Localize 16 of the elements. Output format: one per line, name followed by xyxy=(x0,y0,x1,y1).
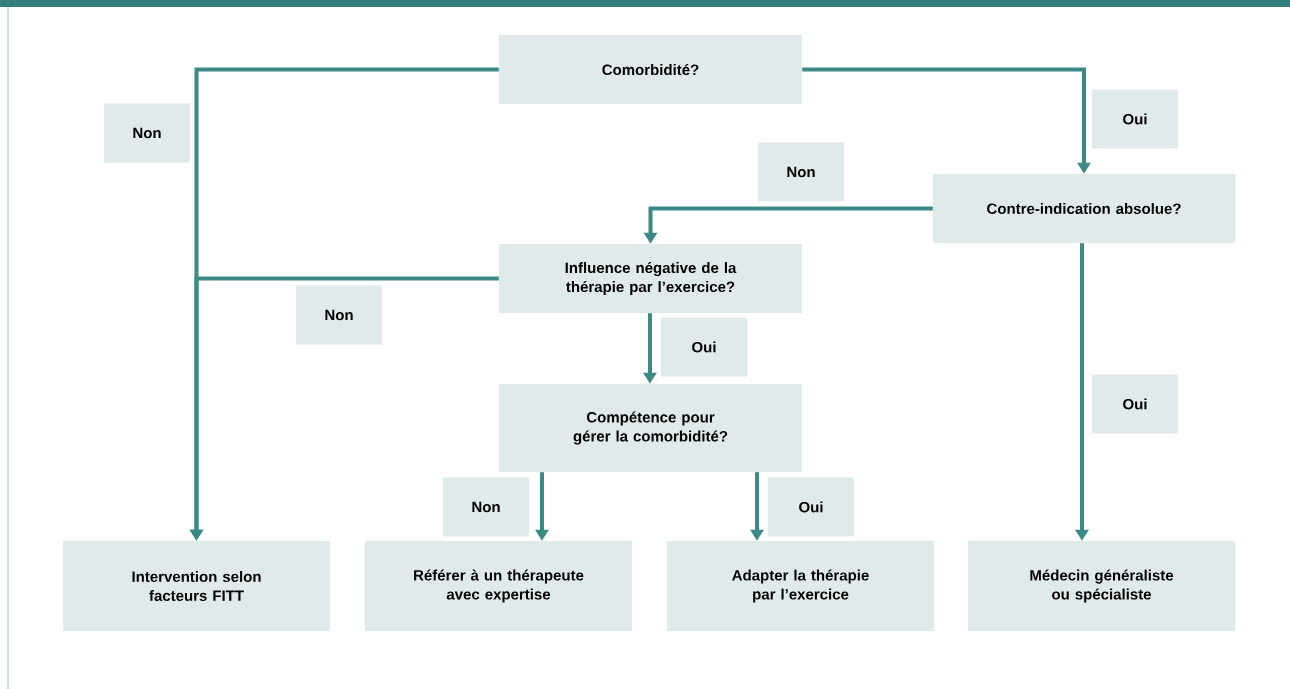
edge-label: Non xyxy=(104,103,190,163)
decision-box: Adapter la thérapie par l’exercice xyxy=(667,541,934,631)
edge-label: Oui xyxy=(768,477,854,537)
decision-box: Influence négative de la thérapie par l’exercice? xyxy=(499,244,802,313)
decision-box: Médecin généraliste ou spécialiste xyxy=(968,541,1235,631)
decision-box: Comorbidité? xyxy=(499,35,802,104)
edge-label: Non xyxy=(443,477,529,537)
decision-box: Intervention selon facteurs FITT xyxy=(63,541,330,631)
edge-label: Oui xyxy=(661,317,747,377)
decision-box: Contre-indication absolue? xyxy=(933,174,1235,243)
edge-label: Oui xyxy=(1092,89,1178,149)
edge-label: Oui xyxy=(1092,374,1178,434)
decision-box: Référer à un thérapeute avec expertise xyxy=(365,541,632,631)
edge-label: Non xyxy=(758,142,844,202)
decision-box: Compétence pour gérer la comorbidité? xyxy=(499,384,802,472)
edge-label: Non xyxy=(296,285,382,345)
